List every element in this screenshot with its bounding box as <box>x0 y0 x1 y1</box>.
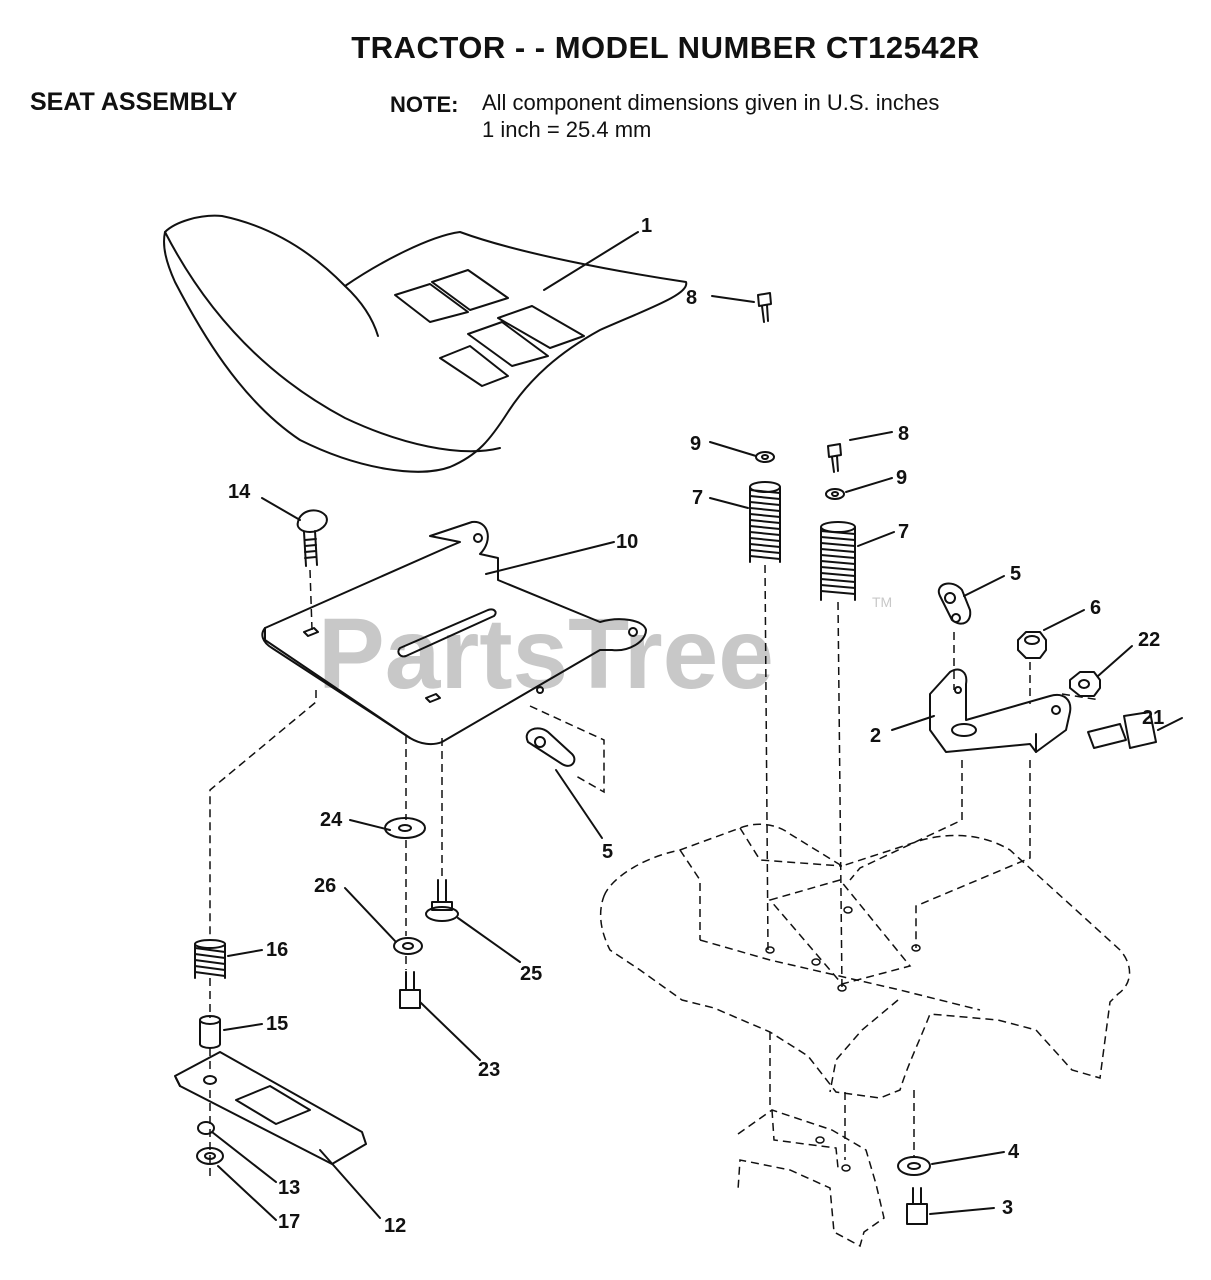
callout-8-left: 8 <box>686 287 697 309</box>
bolt-part-left[interactable] <box>757 292 772 323</box>
callout-16: 16 <box>266 939 288 961</box>
callout-1: 1 <box>641 215 652 237</box>
section-title: SEAT ASSEMBLY <box>30 88 238 116</box>
watermark: PartsTree <box>318 598 774 710</box>
lock-washer-part[interactable] <box>393 937 423 955</box>
callout-21: 21 <box>1142 707 1164 729</box>
nut-part[interactable] <box>1017 631 1047 659</box>
washer-part-right[interactable] <box>825 488 845 500</box>
shoulder-screw-part[interactable] <box>425 879 459 922</box>
bottom-washer-part[interactable] <box>897 1156 931 1176</box>
spacer-part[interactable] <box>199 1015 221 1049</box>
seat-part[interactable] <box>163 214 688 473</box>
callout-7-left: 7 <box>692 487 703 509</box>
callout-12: 12 <box>384 1215 406 1237</box>
callout-5-right: 5 <box>1010 563 1021 585</box>
callout-9-right: 9 <box>896 467 907 489</box>
note-label: NOTE: <box>390 92 459 117</box>
flange-nut-part[interactable] <box>1069 671 1101 697</box>
screw-part[interactable] <box>399 971 421 1009</box>
lower-spring-part[interactable] <box>194 939 226 979</box>
callout-15: 15 <box>266 1013 288 1035</box>
clip-part-left[interactable] <box>525 727 576 767</box>
note-line-2: 1 inch = 25.4 mm <box>482 117 652 142</box>
callout-10: 10 <box>616 531 638 553</box>
seat-pan-part[interactable] <box>261 520 647 746</box>
callout-25: 25 <box>520 963 542 985</box>
slide-nut-part[interactable] <box>197 1121 215 1135</box>
callout-3: 3 <box>1002 1197 1013 1219</box>
callout-23: 23 <box>478 1059 500 1081</box>
callout-24: 24 <box>320 809 343 831</box>
spring-part-left[interactable] <box>749 481 781 563</box>
callout-9-left: 9 <box>690 433 701 455</box>
callout-14: 14 <box>228 481 251 503</box>
callout-22: 22 <box>1138 629 1160 651</box>
carriage-bolt-part[interactable] <box>296 509 328 567</box>
callout-5-left: 5 <box>602 841 613 863</box>
spring-part-right[interactable] <box>820 521 856 601</box>
clip-part-right[interactable] <box>937 582 972 625</box>
callout-26: 26 <box>314 875 336 897</box>
callout-4: 4 <box>1008 1141 1020 1163</box>
shoulder-bolt-part[interactable] <box>1087 711 1157 749</box>
bolt-part-right[interactable] <box>827 443 842 473</box>
washer-part-left[interactable] <box>755 451 775 463</box>
callout-8-right: 8 <box>898 423 909 445</box>
callout-7-right: 7 <box>898 521 909 543</box>
large-washer-part[interactable] <box>384 817 426 839</box>
callout-6: 6 <box>1090 597 1101 619</box>
callout-17: 17 <box>278 1211 300 1233</box>
note-line-1: All component dimensions given in U.S. i… <box>482 90 940 115</box>
callout-13: 13 <box>278 1177 300 1199</box>
watermark-tm: TM <box>872 594 892 610</box>
slide-plate-part[interactable] <box>174 1051 367 1165</box>
callout-2: 2 <box>870 725 881 747</box>
bracket-part[interactable] <box>929 668 1072 753</box>
page-title: TRACTOR - - MODEL NUMBER CT12542R <box>351 30 980 65</box>
bottom-bolt-part[interactable] <box>906 1187 928 1225</box>
